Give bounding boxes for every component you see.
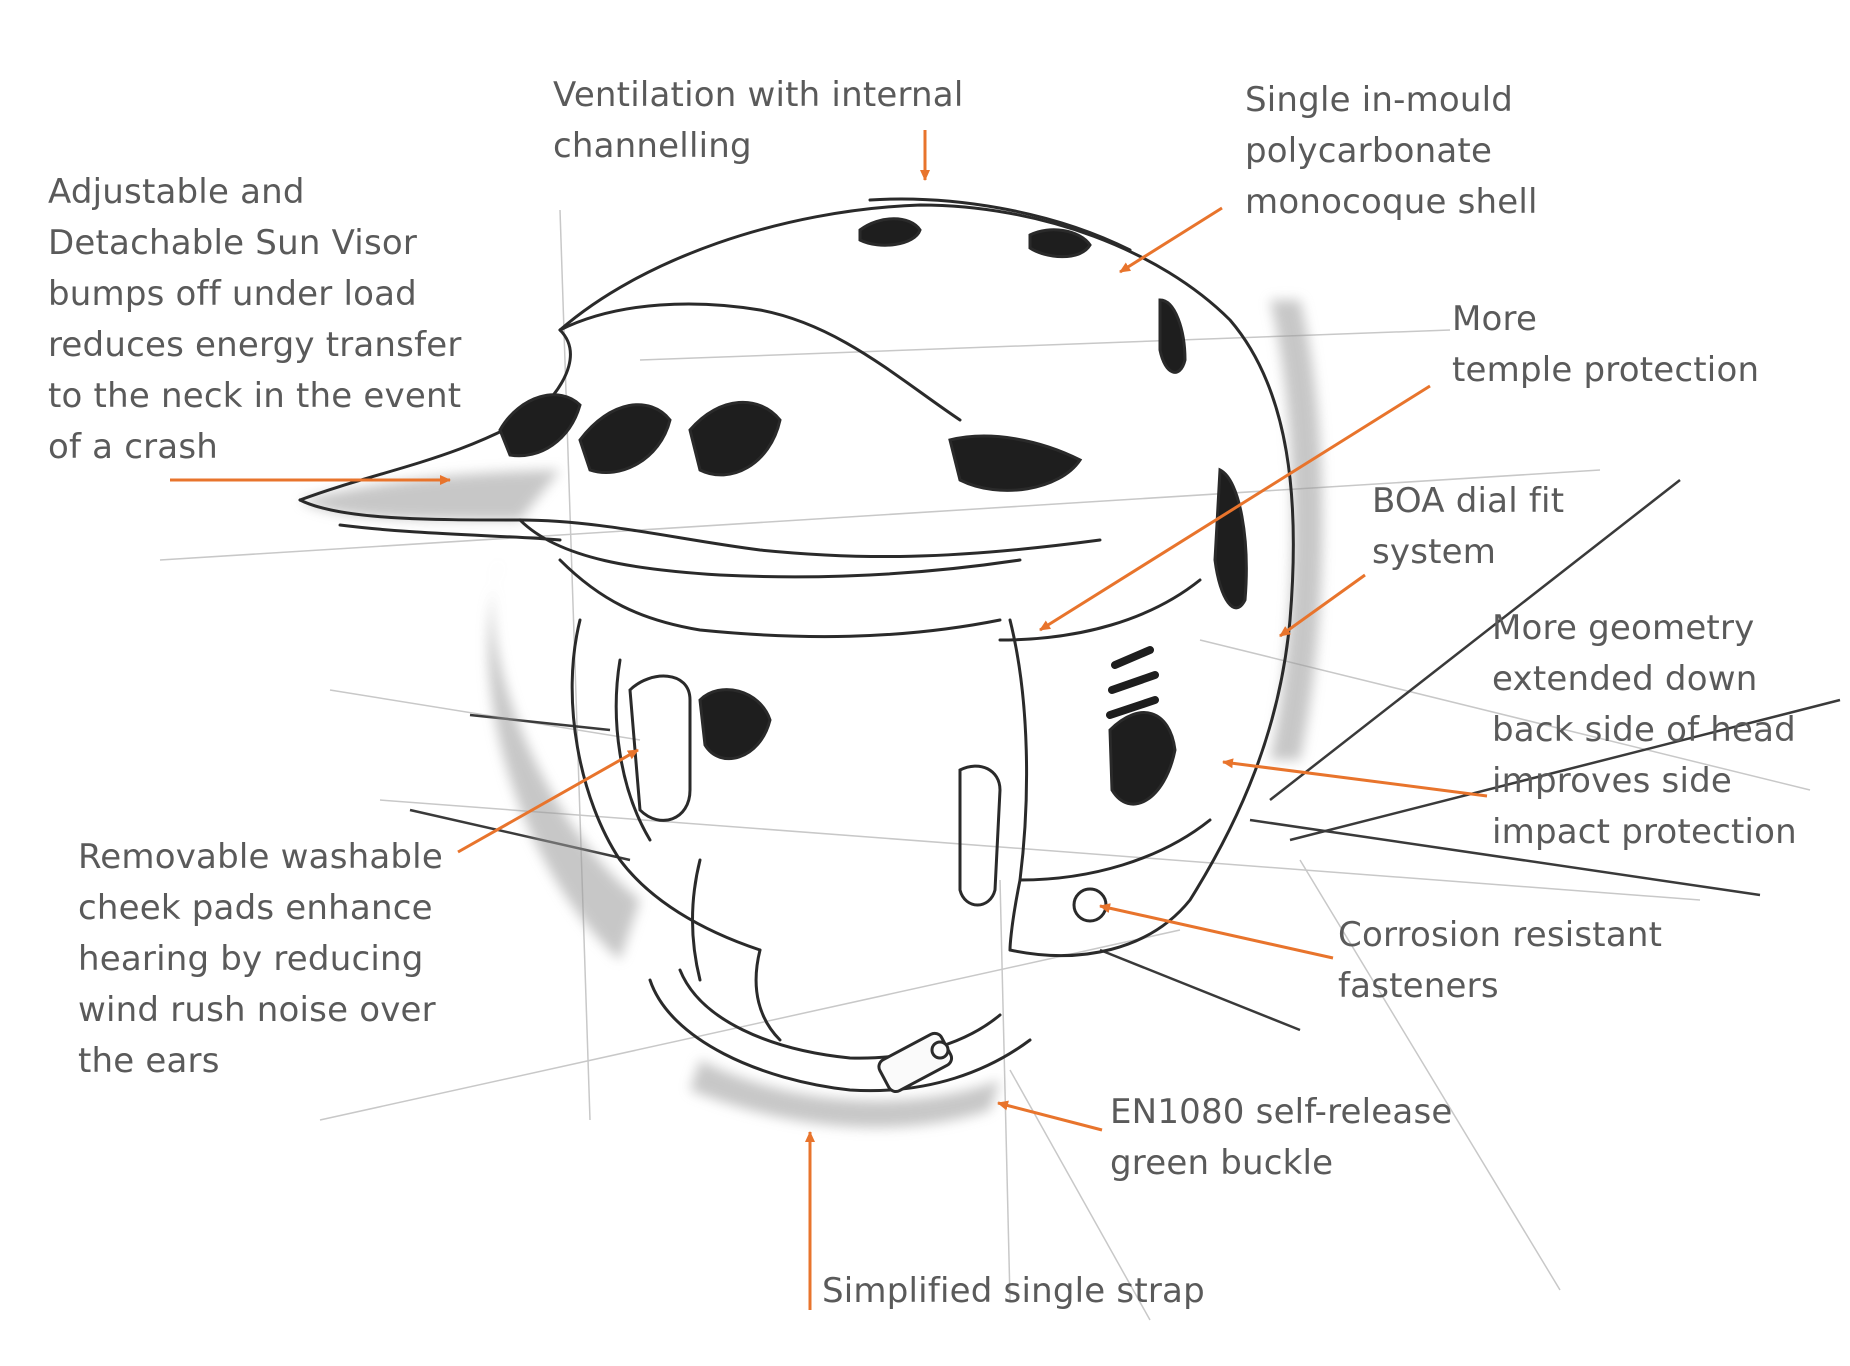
callout-line: More geometry [1492, 608, 1755, 648]
callout-line: Corrosion resistant [1338, 915, 1663, 955]
callout-line: extended down [1492, 659, 1758, 699]
callout-strap: Simplified single strap [822, 1266, 1205, 1317]
callout-shell: Single in-mould polycarbonate monocoque … [1245, 75, 1538, 228]
callout-line: EN1080 self-release [1110, 1092, 1453, 1132]
callout-line: bumps off under load [48, 274, 417, 314]
callout-line: to the neck in the event [48, 376, 462, 416]
callout-line: polycarbonate [1245, 131, 1493, 171]
callout-geometry: More geometry extended down back side of… [1492, 603, 1797, 858]
helmet-outline [298, 197, 1295, 1093]
callout-line: fasteners [1338, 966, 1499, 1006]
callout-line: Ventilation with internal [553, 75, 964, 115]
callout-visor: Adjustable and Detachable Sun Visor bump… [48, 167, 462, 473]
callout-ventilation: Ventilation with internal channelling [553, 70, 963, 172]
callout-line: channelling [553, 126, 752, 166]
cheek-pad [628, 674, 1002, 907]
callout-line: More [1452, 299, 1538, 339]
callout-line: green buckle [1110, 1143, 1334, 1183]
arrow-shell [1119, 206, 1223, 274]
callout-arrows [170, 130, 1488, 1310]
callout-line: Detachable Sun Visor [48, 223, 418, 263]
callout-line: BOA dial fit [1372, 481, 1565, 521]
callout-line: temple protection [1452, 350, 1760, 390]
ground-lines [409, 479, 1841, 1032]
arrow-cheek-pads [457, 748, 639, 854]
callout-boa: BOA dial fit system [1372, 476, 1564, 578]
construction-lines [159, 209, 1811, 1321]
callout-cheek-pads: Removable washable cheek pads enhance he… [78, 832, 443, 1087]
vent-openings [498, 217, 1248, 806]
callout-line: the ears [78, 1041, 220, 1081]
callout-line: reduces energy transfer [48, 325, 462, 365]
buckle-icon [877, 1031, 954, 1094]
callout-line: cheek pads enhance [78, 888, 433, 928]
arrow-buckle [997, 1100, 1103, 1132]
callout-line: Removable washable [78, 837, 443, 877]
callout-line: wind rush noise over [78, 990, 436, 1030]
callout-line: Single in-mould [1245, 80, 1514, 120]
callout-line: of a crash [48, 427, 218, 467]
arrow-temple [1039, 384, 1431, 632]
callout-line: hearing by reducing [78, 939, 424, 979]
callout-fasteners: Corrosion resistant fasteners [1338, 910, 1662, 1012]
arrow-fasteners [1099, 903, 1334, 960]
callout-line: improves side [1492, 761, 1733, 801]
callout-line: impact protection [1492, 812, 1797, 852]
callout-line: monocoque shell [1245, 182, 1538, 222]
callout-buckle: EN1080 self-release green buckle [1110, 1087, 1453, 1189]
callout-line: system [1372, 532, 1497, 572]
side-slots [1106, 646, 1159, 719]
arrow-geometry [1222, 758, 1488, 798]
callout-line: Adjustable and [48, 172, 305, 212]
callout-line: Simplified single strap [822, 1271, 1205, 1311]
callout-temple: More temple protection [1452, 294, 1759, 396]
callout-line: back side of head [1492, 710, 1796, 750]
sketch-shading [300, 300, 1323, 1128]
arrow-boa [1279, 573, 1366, 638]
